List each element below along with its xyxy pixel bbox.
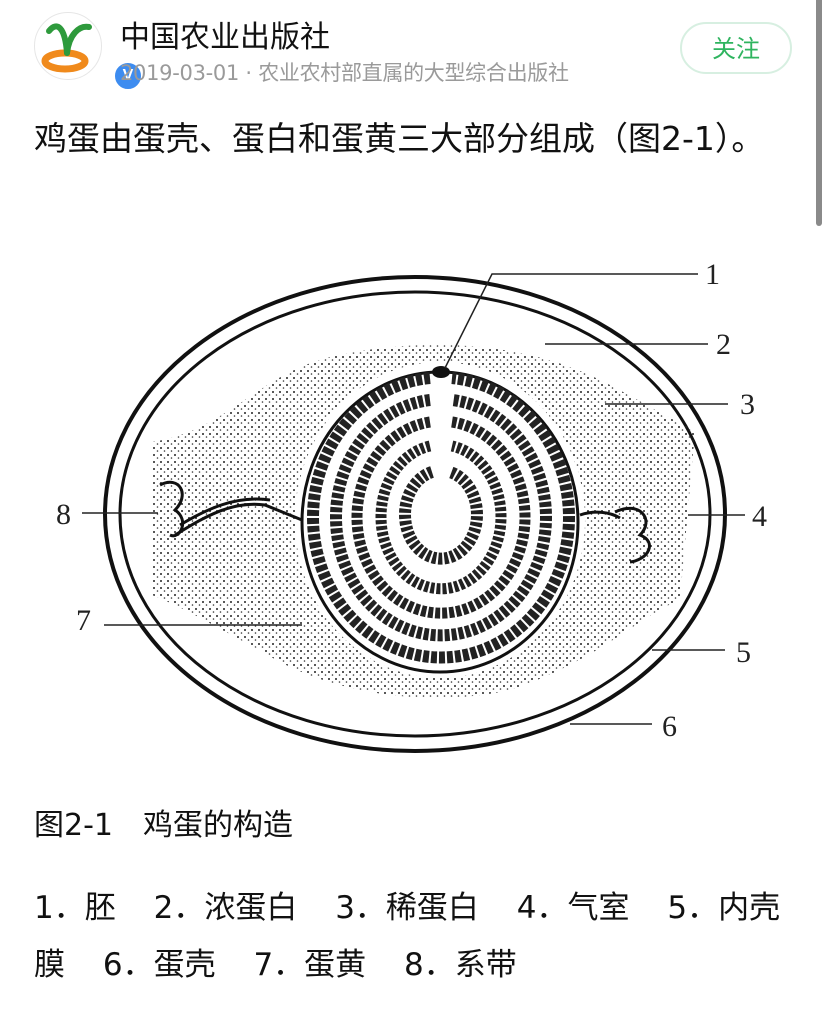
legend-item-yolk: 7．蛋黄 <box>253 947 367 983</box>
publish-date: 2019-03-01 <box>120 61 240 85</box>
publisher-description: 农业农村部直属的大型综合出版社 <box>258 61 569 85</box>
legend-item-embryo: 1．胚 <box>34 890 116 926</box>
figure-label-3: 3 <box>740 388 755 421</box>
legend-item-inner-membrane: 5．内壳膜 <box>34 890 781 983</box>
figure-label-7: 7 <box>76 604 91 637</box>
lead-paragraph: 鸡蛋由蛋壳、蛋白和蛋黄三大部分组成（图2-1）。 <box>34 119 765 158</box>
meta-separator: · <box>239 61 259 85</box>
egg-structure-figure: 1 2 3 4 5 6 7 8 <box>40 250 800 760</box>
egg-diagram-icon: 1 2 3 4 5 6 7 8 <box>56 258 767 753</box>
legend-item-shell: 6．蛋壳 <box>102 947 216 983</box>
verified-badge-icon: V <box>113 61 143 91</box>
follow-button[interactable]: 关注 <box>680 22 792 74</box>
legend-item-thin-albumen: 3．稀蛋白 <box>335 890 479 926</box>
figure-legend: 1．胚 2．浓蛋白 3．稀蛋白 4．气室 5．内壳膜 6．蛋壳 7．蛋黄 8．系… <box>34 880 784 994</box>
legend-item-thick-albumen: 2．浓蛋白 <box>153 890 298 926</box>
figure-label-5: 5 <box>736 636 751 669</box>
scrollbar[interactable] <box>816 0 822 226</box>
publisher-meta: 2019-03-01 · 农业农村部直属的大型综合出版社 <box>120 57 569 87</box>
publisher-logo-icon <box>41 23 92 73</box>
publisher-avatar[interactable]: V <box>34 12 143 91</box>
publisher-name[interactable]: 中国农业出版社 <box>120 20 330 55</box>
figure-label-2: 2 <box>716 328 731 361</box>
legend-item-air-cell: 4．气室 <box>516 890 630 926</box>
figure-label-8: 8 <box>56 498 71 531</box>
article-header: V 中国农业出版社 2019-03-01 · 农业农村部直属的大型综合出版社 关… <box>0 0 828 100</box>
figure-label-1: 1 <box>705 258 720 291</box>
figure-label-6: 6 <box>662 710 677 743</box>
figure-label-4: 4 <box>752 500 767 533</box>
figure-caption: 图2-1 鸡蛋的构造 <box>34 808 293 843</box>
legend-item-chalaza: 8．系带 <box>404 947 517 983</box>
